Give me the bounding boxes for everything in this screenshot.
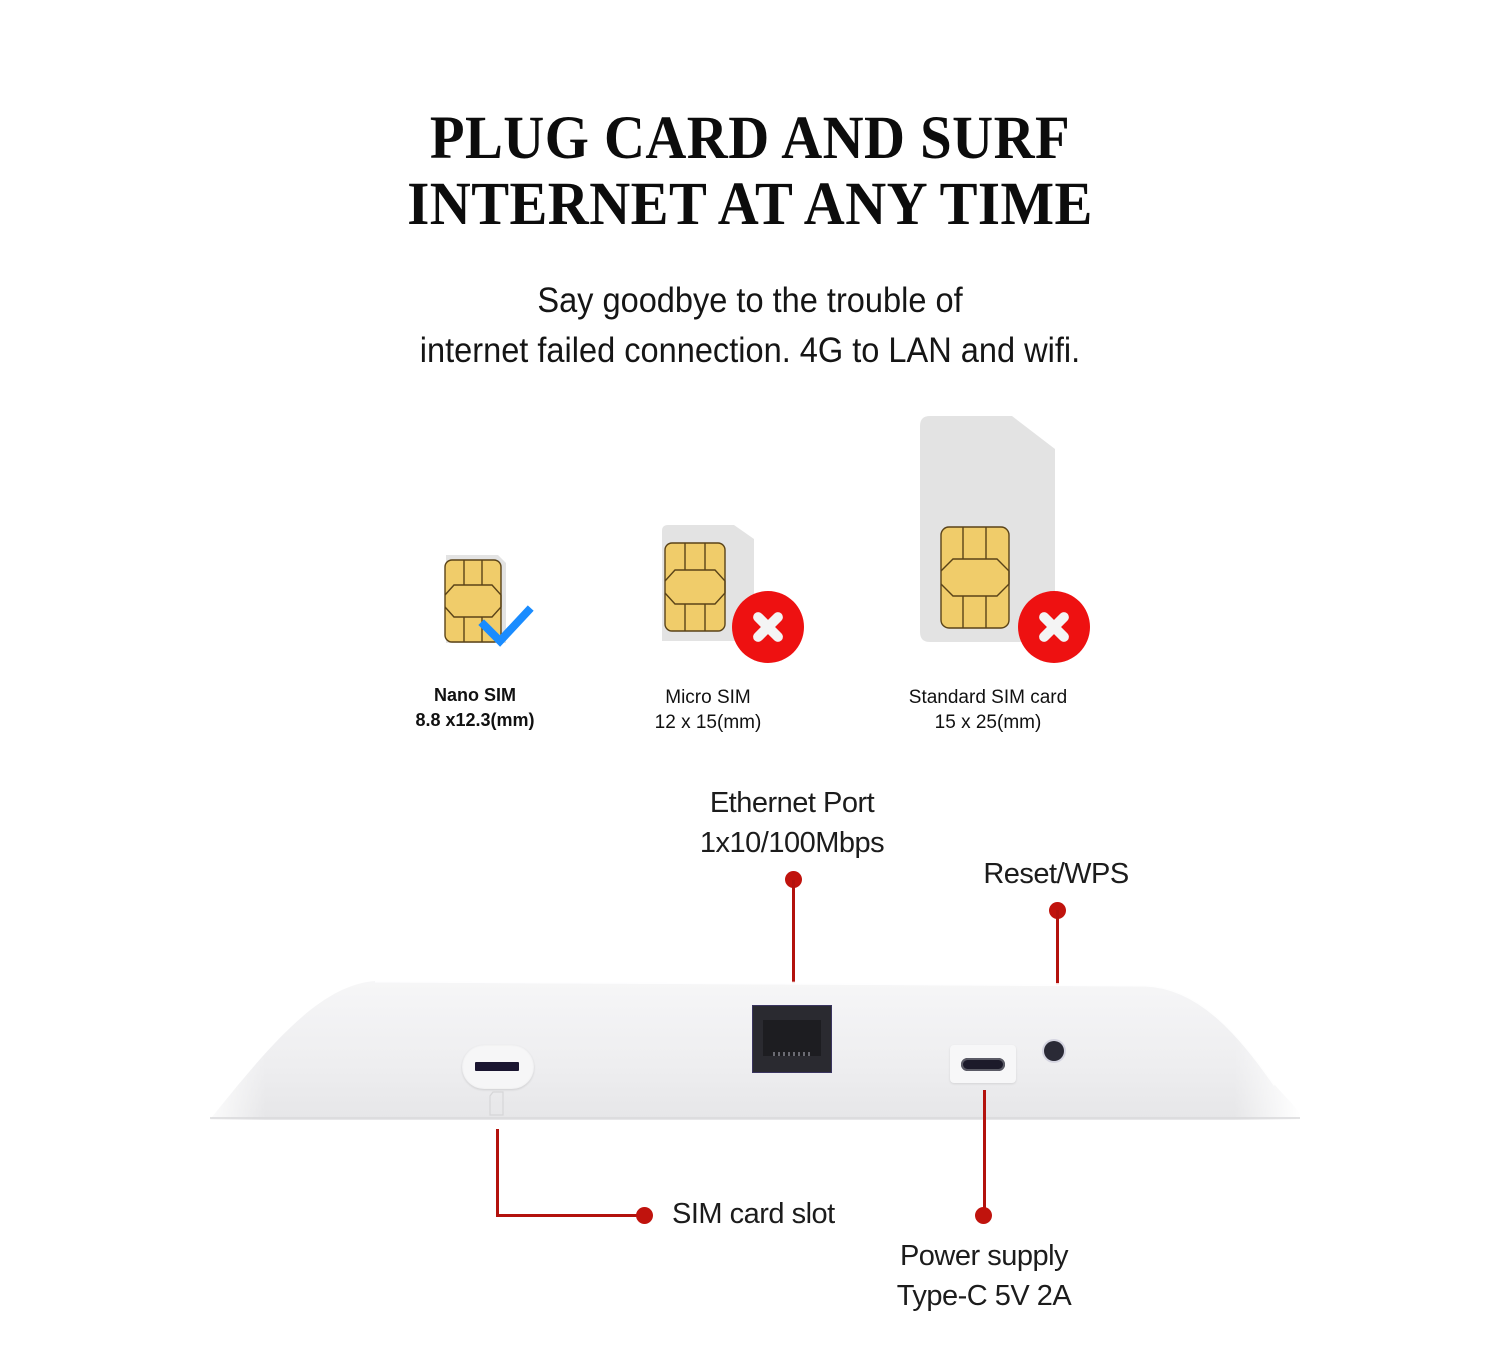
callout-dot-power	[975, 1207, 992, 1224]
callout-sim-slot-title: SIM card slot	[672, 1198, 835, 1230]
sim-slot-opening	[475, 1062, 519, 1071]
micro-sim-icon	[662, 525, 754, 641]
router-device	[200, 965, 1300, 1125]
subheadline-line-1: Say goodbye to the trouble of	[537, 281, 963, 320]
nano-sim-icon	[444, 555, 506, 643]
sim-size: 8.8 x12.3(mm)	[415, 710, 535, 730]
callout-ethernet-spec: 1x10/100Mbps	[699, 827, 885, 859]
x-circle-icon	[732, 591, 804, 663]
callout-dot-sim	[636, 1207, 653, 1224]
sim-name: Nano SIM	[433, 685, 516, 705]
headline-line-2: INTERNET AT ANY TIME	[407, 171, 1093, 238]
sim-card-nano	[440, 555, 540, 655]
sim-label-micro: Micro SIM 12 x 15(mm)	[608, 685, 808, 735]
callout-reset: Reset/WPS	[956, 854, 1156, 894]
sim-size: 12 x 15(mm)	[654, 712, 762, 733]
callout-line-sim-vertical	[496, 1129, 499, 1217]
sim-card-slot[interactable]	[462, 1045, 534, 1089]
callout-line-sim-horizontal	[496, 1214, 640, 1217]
usb-c-opening	[961, 1058, 1005, 1071]
callout-line-ethernet	[792, 880, 795, 1002]
callout-power-title: Power supply	[899, 1240, 1069, 1272]
ethernet-port[interactable]	[752, 1005, 832, 1073]
headline-line-1: PLUG CARD AND SURF	[429, 105, 1071, 172]
callout-reset-title: Reset/WPS	[983, 858, 1129, 890]
callout-ethernet-title: Ethernet Port	[709, 787, 875, 819]
sim-size: 15 x 25(mm)	[934, 712, 1042, 733]
power-port-usb-c[interactable]	[950, 1045, 1016, 1083]
sim-name: Standard SIM card	[908, 687, 1068, 708]
sim-engraved-icon	[489, 1091, 504, 1116]
ethernet-port-pins	[773, 1052, 811, 1056]
sim-label-nano: Nano SIM 8.8 x12.3(mm)	[375, 683, 575, 733]
sim-card-micro	[662, 525, 807, 665]
checkmark-icon	[478, 605, 534, 647]
callout-line-power	[983, 1090, 986, 1215]
ethernet-port-latch	[763, 1020, 821, 1056]
callout-ethernet: Ethernet Port 1x10/100Mbps	[642, 783, 942, 863]
sim-name: Micro SIM	[665, 687, 751, 708]
sim-card-standard	[920, 416, 1095, 666]
callout-power: Power supply Type-C 5V 2A	[834, 1236, 1134, 1316]
callout-power-spec: Type-C 5V 2A	[896, 1280, 1072, 1312]
callout-dot-ethernet	[785, 871, 802, 888]
reset-wps-button[interactable]	[1044, 1041, 1064, 1061]
router-body	[200, 965, 1300, 1125]
standard-sim-icon	[920, 416, 1055, 642]
subheadline-line-2: internet failed connection. 4G to LAN an…	[419, 331, 1081, 370]
callout-sim-slot: SIM card slot	[672, 1194, 835, 1234]
x-circle-icon	[1018, 591, 1090, 663]
sim-label-standard: Standard SIM card 15 x 25(mm)	[888, 685, 1088, 735]
